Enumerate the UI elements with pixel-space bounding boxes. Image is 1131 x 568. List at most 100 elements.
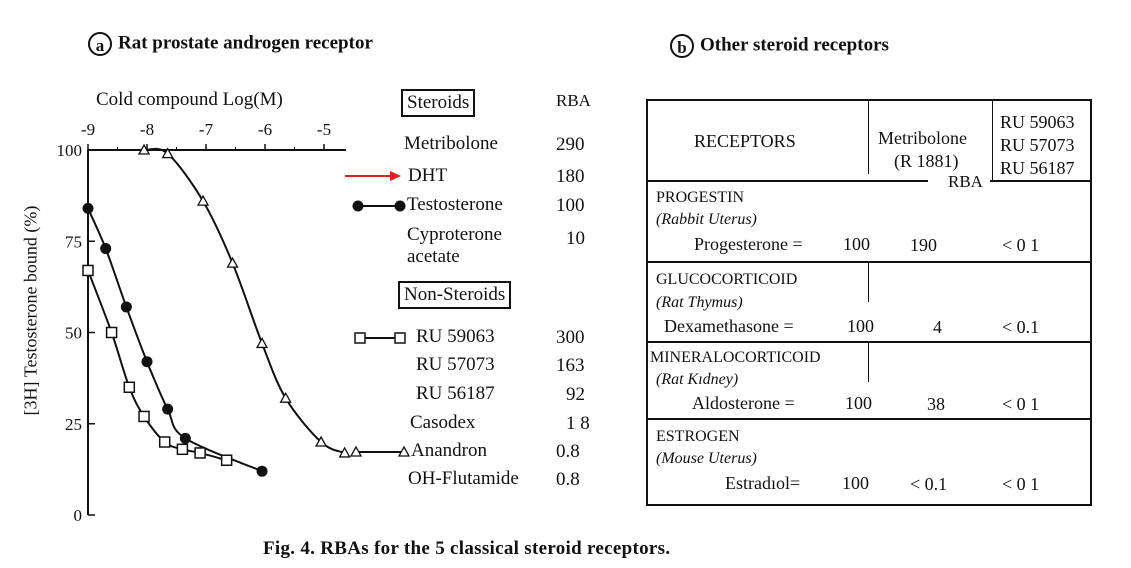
data-point-ru-59063 (105, 326, 118, 339)
row-ru-progestin: < 0 1 (1002, 235, 1040, 255)
legend-marker-anandron (349, 445, 363, 457)
data-point-anandron (314, 435, 328, 447)
legend-anandron: Anandron (411, 440, 487, 461)
y-tick-label: 100 (57, 141, 83, 160)
legend-marker-ru59063 (394, 332, 406, 344)
legend-dht: DHT (408, 165, 448, 186)
row-tissue-progestin: (Rabbit Uterus) (656, 211, 757, 228)
panel-a-title-text: Rat prostate androgen receptor (118, 32, 373, 54)
legend-glyphs (345, 171, 411, 457)
row-tissue-mineralocorticoid: (Rat Kıdney) (656, 371, 739, 388)
row-ru-glucocorticoid: < 0.1 (1002, 317, 1040, 337)
y-tick-label: 75 (65, 232, 82, 251)
table-header-rule (648, 180, 928, 182)
table-header-ru-1: RU 59063 (1000, 112, 1075, 132)
panel-b-title-text: Other steroid receptors (700, 34, 889, 56)
row-metribolone-glucocorticoid: 4 (933, 317, 942, 337)
legend-testosterone: Testosterone (407, 194, 503, 215)
data-point-testosterone (179, 432, 191, 444)
data-point-testosterone (82, 202, 94, 214)
table-row-rule-3 (648, 418, 1091, 420)
steroids-header: Steroids (401, 89, 476, 117)
table-col-divider-2 (992, 100, 993, 180)
data-point-ru-59063 (82, 264, 94, 277)
chart-markers (82, 143, 351, 477)
row-ligand-value-estrogen: 100 (842, 473, 869, 493)
legend-marker-ru59063 (354, 332, 366, 344)
y-tick-label: 0 (74, 506, 83, 525)
legend-testosterone-rba: 100 (556, 195, 585, 216)
table-header-rba: RBA (944, 172, 987, 192)
chart-axes: -9 -8 -7 -6 -5 100 75 50 25 0 (57, 120, 346, 525)
data-point-ru-59063 (123, 381, 136, 393)
legend-marker-testosterone (394, 200, 406, 212)
table-row-rule-2 (648, 341, 1091, 343)
data-point-anandron (279, 391, 292, 403)
panel-b-letter: b (670, 34, 694, 58)
row-ligand-value-glucocorticoid: 100 (847, 316, 874, 336)
data-point-anandron (161, 147, 174, 159)
legend-marker-anandron (397, 445, 411, 457)
legend-ru57073: RU 57073 (416, 354, 495, 375)
row-metribolone-mineralocorticoid: 38 (927, 394, 945, 414)
data-point-anandron (226, 256, 239, 268)
receptors-table (646, 99, 1092, 506)
row-tissue-glucocorticoid: (Rat Thymus) (656, 294, 743, 311)
row-receptor-progestin: PROGESTIN (656, 189, 745, 206)
row-receptor-mineralocorticoid: MINERALOCORTICOID (650, 349, 821, 366)
row-receptor-estrogen: ESTROGEN (656, 428, 740, 445)
table-header-receptors: RECEPTORS (694, 131, 796, 151)
row-ligand-glucocorticoid: Dexamethasone = (664, 316, 794, 336)
row-tissue-estrogen: (Mouse Uterus) (656, 450, 757, 467)
data-point-ru-59063 (158, 436, 171, 448)
data-point-ru-59063 (138, 410, 150, 423)
legend-dht-rba: 180 (556, 166, 585, 187)
row-ru-estrogen: < 0 1 (1002, 474, 1040, 494)
y-tick-label: 25 (65, 415, 82, 434)
data-point-ru-59063 (176, 443, 189, 456)
series-line-anandron (143, 147, 346, 454)
legend-ru56187: RU 56187 (416, 383, 495, 404)
table-header-r1881: (R 1881) (894, 151, 959, 171)
x-axis-label: Cold compound Log(M) (96, 89, 283, 110)
dht-arrow-head (390, 171, 401, 181)
rba-header: RBA (556, 91, 591, 110)
panel-b-title: b Other steroid receptors (670, 34, 889, 58)
data-point-testosterone (162, 403, 174, 415)
y-tick-label: 50 (65, 324, 82, 343)
table-header-rule-2 (990, 180, 1091, 182)
x-tick-label: -5 (317, 120, 331, 139)
row-metribolone-progestin: 190 (910, 235, 937, 255)
data-point-anandron (338, 446, 351, 458)
x-tick-label: -7 (199, 120, 214, 139)
legend-metribolone-rba: 290 (556, 134, 585, 155)
legend-casodex: Casodex (410, 412, 476, 433)
data-point-anandron (137, 143, 151, 155)
data-point-ru-59063 (194, 447, 206, 459)
x-tick-label: -6 (258, 120, 272, 139)
nonsteroids-header: Non-Steroids (398, 281, 512, 309)
legend-ru59063: RU 59063 (416, 326, 495, 347)
legend-ru59063-rba: 300 (556, 327, 585, 348)
panel-a-title: a Rat prostate androgen receptor (88, 32, 373, 56)
panel-a-letter: a (88, 32, 112, 56)
table-header-metribolone: Metribolone (878, 128, 967, 148)
row-receptor-glucocorticoid: GLUCOCORTICOID (656, 271, 798, 288)
data-point-testosterone (100, 243, 112, 255)
y-axis-label: [3H] Testosterone bound (%) (20, 205, 41, 416)
data-point-anandron (255, 337, 269, 349)
table-header-ru-3: RU 56187 (1000, 158, 1075, 178)
legend-metribolone: Metribolone (404, 133, 498, 154)
legend-cyproterone-2: acetate (407, 246, 460, 267)
figure-caption: Fig. 4. RBAs for the 5 classical steroid… (263, 538, 671, 559)
x-tick-label: -8 (140, 120, 154, 139)
table-row-rule-1 (648, 261, 1091, 263)
series-line-ru-59063 (87, 270, 227, 462)
data-point-testosterone (256, 465, 268, 477)
table-col-divider-1 (868, 100, 869, 174)
data-point-testosterone (120, 301, 132, 313)
legend-casodex-rba: 1 8 (566, 413, 590, 434)
row-ru-mineralocorticoid: < 0 1 (1002, 394, 1040, 414)
data-point-anandron (196, 194, 210, 206)
x-tick-label: -9 (81, 120, 95, 139)
